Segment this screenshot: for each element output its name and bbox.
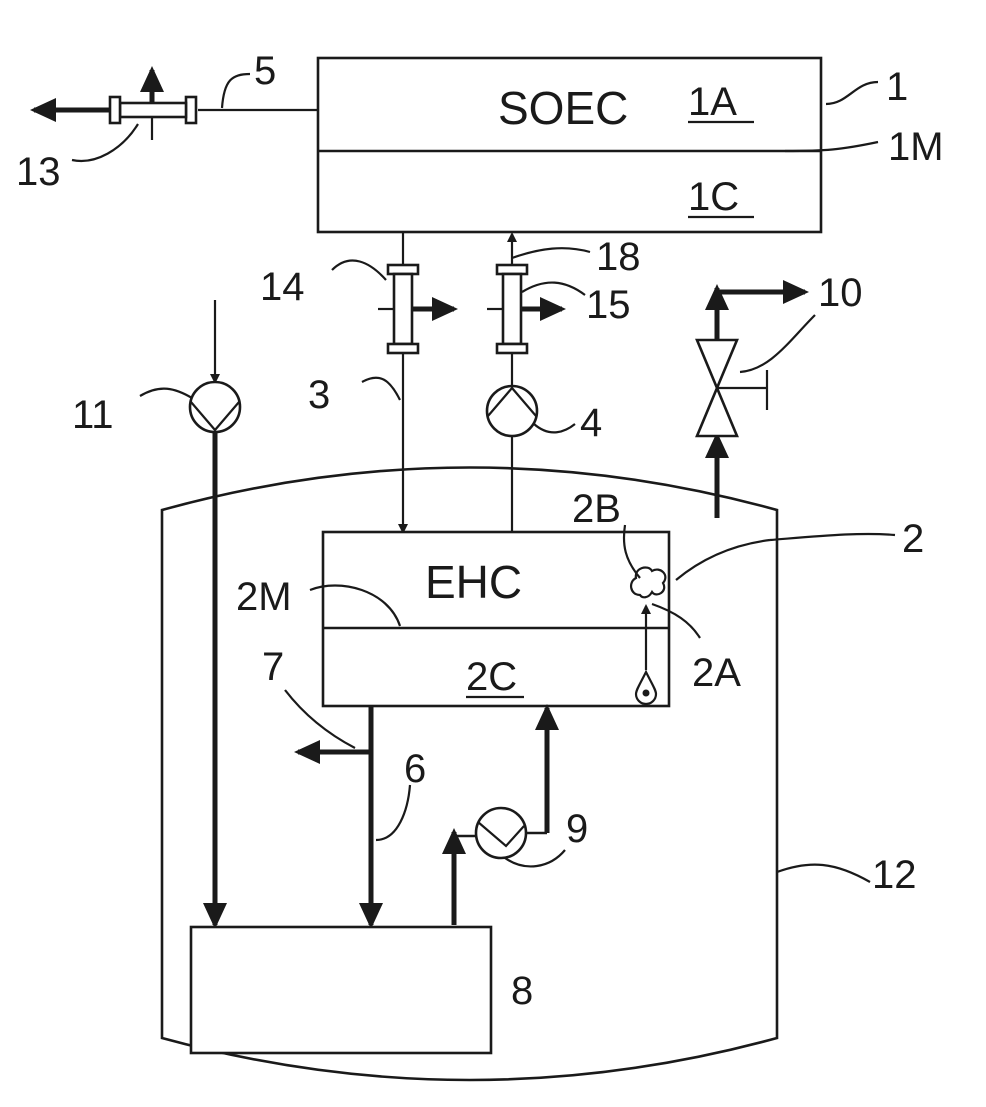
line-6-label: 6 [404,747,426,791]
valve-10-lower [697,388,737,436]
pump4-leader [534,424,575,432]
valve-10-leader [740,315,815,372]
valve-10 [697,340,767,436]
soec-ref-leader [826,82,878,104]
pump-4 [487,386,537,436]
line-3-label: 3 [308,373,330,417]
soec-stack: SOEC 1A 1C [318,58,821,232]
pump11-leader [140,389,192,398]
soec-ref-label: 1 [886,65,908,109]
hx13-cap-right [186,97,196,123]
pump-icon [487,386,537,436]
line-3-leader [362,378,400,400]
valve-icon [697,340,737,388]
ehc-title: EHC [425,556,522,608]
ehc-anode-label: 2A [692,651,741,695]
hx15-cap-top [497,265,527,274]
hx14-label: 14 [260,265,305,309]
ehc-ref-leader [676,540,770,580]
soec-title: SOEC [498,82,628,134]
hx14-body [394,274,412,344]
ehc-bubble-label: 2B [572,487,621,531]
line-18-label: 18 [596,235,641,279]
hx15-leader [522,283,585,295]
line-18-leader [512,248,590,258]
hx13-cap-left [110,97,120,123]
line-6-leader [376,785,410,840]
soec-cathode-label: 1C [688,175,739,219]
ehc-stack: EHC 2C [323,532,669,706]
droplet-core [643,690,650,697]
line-7-label: 7 [262,645,284,689]
pump11-label: 11 [72,393,114,437]
hx14-leader [332,261,386,280]
soec-anode-label: 1A [688,80,737,124]
ehc-cathode-label: 2C [466,655,517,699]
enclosure-12-leader [777,865,870,882]
pump9-label: 9 [566,807,588,851]
hx14-cap-top [388,265,418,274]
hx15-cap-bottom [497,344,527,353]
ehc-ref-leader-2 [770,534,895,540]
hx13-label: 13 [16,150,61,194]
tank-8 [191,927,491,1053]
pump-9 [476,808,526,858]
line-5-label: 5 [254,49,276,93]
hx15-label: 15 [586,283,631,327]
pump4-label: 4 [580,401,602,445]
valve-10-label: 10 [818,271,863,315]
pump-icon [190,382,240,432]
hx14-cap-bottom [388,344,418,353]
ehc-membrane-label: 2M [236,575,292,619]
hx13-leader [72,124,138,161]
hx13-body [120,103,186,117]
line-5-leader [222,74,250,108]
hx15-body [503,274,521,344]
ehc-ref-label: 2 [902,517,924,561]
soec-membrane-label: 1M [888,125,944,169]
tank-8-label: 8 [511,969,533,1013]
enclosure-12-label: 12 [872,853,917,897]
pump-11 [190,382,240,432]
